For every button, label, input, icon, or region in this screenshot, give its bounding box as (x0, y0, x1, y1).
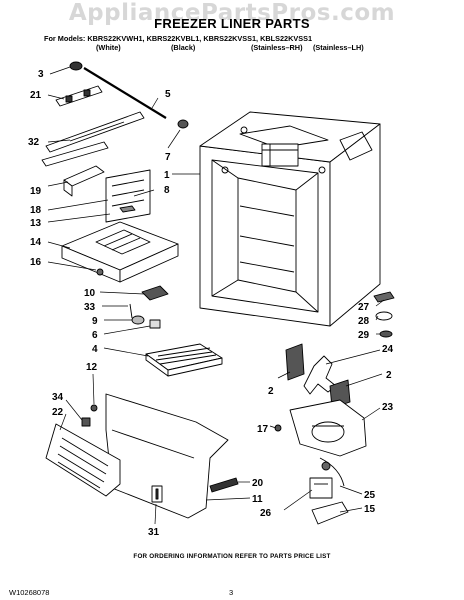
watermark: AppliancePartsPros.com (68, 0, 396, 26)
callout-leaders (47, 66, 385, 525)
callout-10: 10 (84, 288, 96, 299)
callout-12: 12 (86, 362, 98, 373)
damper-bracket (105, 169, 151, 223)
callout-15: 15 (364, 504, 376, 515)
callout-11: 11 (252, 494, 263, 505)
callout-22: 22 (52, 407, 64, 418)
callout-18: 18 (30, 205, 42, 216)
freezer-liner (199, 111, 381, 327)
callout-7: 7 (165, 152, 171, 163)
callout-19: 19 (30, 186, 42, 197)
callout-17: 17 (257, 424, 269, 435)
callout-2-left: 2 (268, 386, 274, 397)
document-number: W10268078 (9, 588, 50, 597)
callout-27: 27 (358, 302, 370, 313)
fan-housing (61, 221, 179, 283)
callout-14: 14 (30, 237, 42, 248)
callout-33: 33 (84, 302, 96, 313)
callout-3: 3 (38, 69, 44, 80)
shelf-grate (145, 343, 223, 377)
light-assembly (129, 285, 169, 329)
callout-24: 24 (382, 344, 394, 355)
callout-32: 32 (28, 137, 40, 148)
callout-13: 13 (30, 218, 42, 229)
callout-34: 34 (52, 392, 64, 403)
callout-16: 16 (30, 257, 42, 268)
shelf-rod-assembly (41, 61, 189, 197)
callout-5: 5 (165, 89, 171, 100)
callout-23: 23 (382, 402, 394, 413)
models-line: For Models: KBRS22KVWH1, KBRS22KVBL1, KB… (44, 34, 313, 43)
ordering-note: FOR ORDERING INFORMATION REFER TO PARTS … (133, 553, 331, 560)
variant-stainless-lh: (Stainless–LH) (313, 43, 364, 52)
rear-panel (105, 393, 239, 519)
fan-motor-assembly (274, 291, 395, 525)
callout-1: 1 (164, 170, 170, 181)
callout-21: 21 (30, 90, 42, 101)
callout-8: 8 (164, 185, 170, 196)
callout-31: 31 (148, 527, 160, 538)
variant-white: (White) (96, 43, 121, 52)
vent-grille (45, 404, 121, 497)
callout-28: 28 (358, 316, 370, 327)
page-number: 3 (229, 588, 234, 597)
callout-6: 6 (92, 330, 98, 341)
callout-29: 29 (358, 330, 370, 341)
callout-9: 9 (92, 316, 98, 327)
page-title: FREEZER LINER PARTS (154, 16, 310, 31)
variant-black: (Black) (171, 43, 196, 52)
callout-20: 20 (252, 478, 264, 489)
callout-26: 26 (260, 508, 272, 519)
callout-25: 25 (364, 490, 376, 501)
callout-2-right: 2 (386, 370, 392, 381)
callout-4: 4 (92, 344, 98, 355)
variant-stainless-rh: (Stainless–RH) (251, 43, 303, 52)
